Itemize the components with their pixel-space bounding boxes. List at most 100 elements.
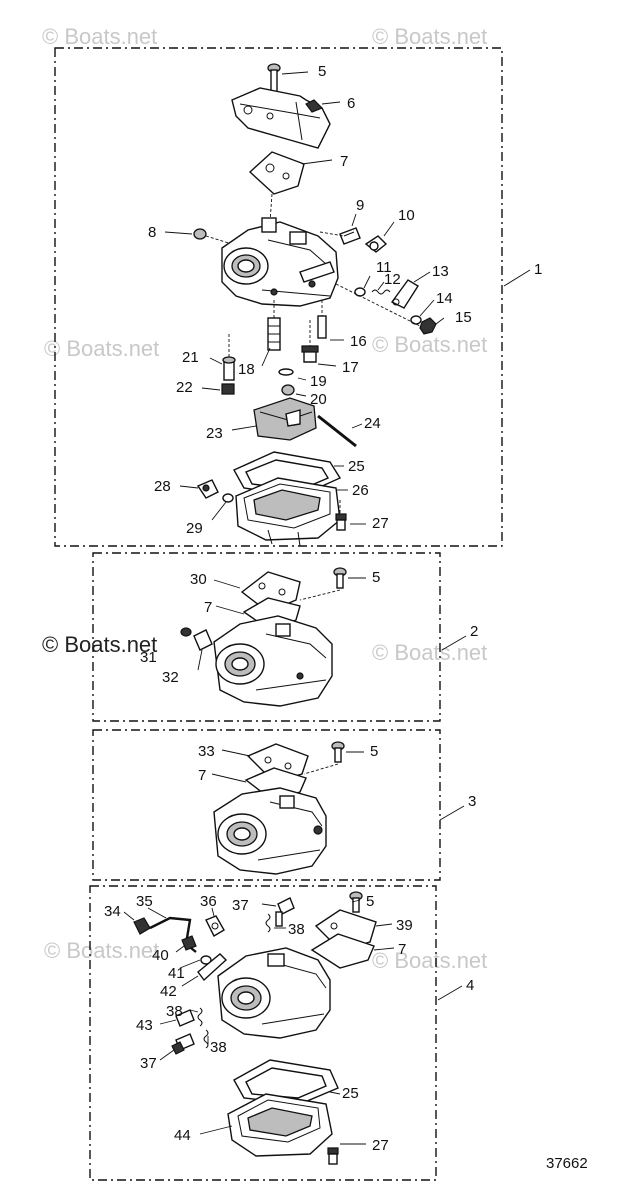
part-38-spring-b — [197, 1007, 203, 1027]
part-11-washer — [354, 287, 366, 297]
callout-1: 1 — [534, 261, 542, 278]
part-34-fitting — [133, 917, 151, 935]
part-25-gasket-4 — [233, 1059, 339, 1105]
callout-labels: 5 6 7 8 9 10 11 12 13 14 15 16 17 18 19 … — [104, 63, 588, 1172]
part-19-oring — [278, 368, 294, 376]
callout-33: 33 — [198, 743, 215, 760]
assembly-3 — [92, 729, 465, 881]
part-37-screw-b — [171, 1033, 195, 1055]
callout-8: 8 — [148, 224, 156, 241]
callout-25-s4: 25 — [342, 1085, 359, 1102]
callout-23: 23 — [206, 425, 223, 442]
callout-24: 24 — [364, 415, 381, 432]
callout-4: 4 — [466, 977, 474, 994]
part-38-spring-c — [203, 1029, 209, 1049]
part-7-gasket — [248, 151, 305, 223]
part-14-washer — [410, 315, 422, 325]
part-27-drain-screw — [335, 500, 347, 531]
part-7-gasket-4 — [310, 933, 375, 969]
callout-25: 25 — [348, 458, 365, 475]
callout-26: 26 — [352, 482, 369, 499]
assembly-1 — [54, 47, 531, 547]
part-24-pin — [317, 414, 357, 448]
callout-38-b: 38 — [166, 1003, 183, 1020]
callout-37-b: 37 — [140, 1055, 157, 1072]
callout-13: 13 — [432, 263, 449, 280]
part-31-washer — [180, 627, 192, 637]
part-18-main-jet — [267, 300, 281, 351]
callout-5: 5 — [318, 63, 326, 80]
callout-9: 9 — [356, 197, 364, 214]
callout-27-s4: 27 — [372, 1137, 389, 1154]
part-26-float-bowl — [235, 477, 341, 547]
part-27-drain-screw-4 — [327, 1147, 339, 1165]
callout-31: 31 — [140, 649, 157, 666]
part-9-screw — [339, 227, 361, 245]
callout-34: 34 — [104, 903, 121, 920]
part-15-nut — [419, 317, 437, 335]
callout-28: 28 — [154, 478, 171, 495]
callout-7-s2: 7 — [204, 599, 212, 616]
watermark-mid-left: © Boats.net — [44, 336, 159, 361]
callout-16: 16 — [350, 333, 367, 350]
part-37-screw — [275, 897, 295, 927]
callout-38: 38 — [288, 921, 305, 938]
callout-40: 40 — [152, 947, 169, 964]
callout-36: 36 — [200, 893, 217, 910]
assembly-4-border — [89, 885, 437, 1181]
part-29-washer — [222, 493, 234, 503]
watermark-top-left: © Boats.net — [42, 24, 157, 49]
callout-35: 35 — [136, 893, 153, 910]
carburetor-body-4 — [217, 947, 331, 1039]
watermark-top-right: © Boats.net — [372, 24, 487, 49]
assembly-3-border — [92, 729, 441, 881]
part-6-bracket — [231, 87, 331, 149]
callout-3: 3 — [468, 793, 476, 810]
part-41-washer — [200, 955, 212, 965]
carburetor-body-main — [221, 217, 339, 307]
callout-44: 44 — [174, 1127, 191, 1144]
callout-30: 30 — [190, 571, 207, 588]
watermark-section2-right: © Boats.net — [372, 640, 487, 665]
part-12-spring — [371, 289, 391, 295]
part-32-plug — [193, 629, 213, 651]
callout-39: 39 — [396, 917, 413, 934]
callout-7-s3: 7 — [198, 767, 206, 784]
callout-19: 19 — [310, 373, 327, 390]
callout-22: 22 — [176, 379, 193, 396]
callout-37: 37 — [232, 897, 249, 914]
callout-15: 15 — [455, 309, 472, 326]
callout-43: 43 — [136, 1017, 153, 1034]
callout-7: 7 — [340, 153, 348, 170]
part-17-plug — [301, 320, 319, 363]
part-10-fitting — [364, 235, 388, 253]
assembly-4 — [89, 885, 463, 1181]
watermark-dark: © Boats.net — [42, 632, 157, 657]
callout-32: 32 — [162, 669, 179, 686]
callout-6: 6 — [347, 95, 355, 112]
watermark-section4-right: © Boats.net — [372, 948, 487, 973]
part-8-washer — [193, 228, 233, 245]
callout-5-s4: 5 — [366, 893, 374, 910]
part-20-plug — [281, 384, 295, 396]
callout-41: 41 — [168, 965, 185, 982]
carburetor-body-2 — [213, 615, 333, 707]
part-42-lever — [197, 953, 228, 982]
part-16-jet — [317, 300, 327, 339]
callout-14: 14 — [436, 290, 453, 307]
part-44-float-bowl — [227, 1093, 333, 1157]
assembly-3-leaders — [211, 749, 465, 821]
callout-2: 2 — [470, 623, 478, 640]
callout-42: 42 — [160, 983, 177, 1000]
part-23-float — [253, 397, 317, 441]
part-28-fitting — [196, 479, 219, 499]
assembly-1-leaders — [164, 71, 531, 525]
assembly-2-border — [92, 552, 441, 722]
carburetor-body-3 — [213, 787, 327, 875]
callout-11: 11 — [376, 259, 392, 276]
part-22-screw — [221, 383, 235, 395]
part-40-screw — [181, 935, 197, 951]
part-5-screw-3 — [303, 741, 345, 775]
figure-number: 37662 — [546, 1155, 588, 1172]
